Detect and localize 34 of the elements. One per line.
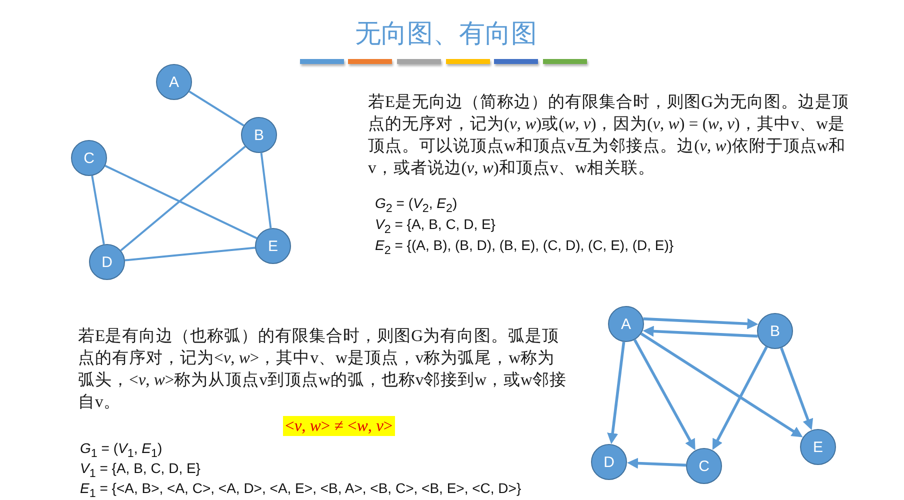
vertex-circle: A [156,64,192,100]
vertex-circle: C [686,448,722,484]
connector-line [260,152,272,228]
vertex-circle: D [89,244,125,280]
arrow [643,317,758,330]
vertex-circle: E [255,228,291,264]
equation: E$_{1}$ = {<A, B>, <A, C>, <A, D>, <A, E>, <B, A>, <B, C>, <B, E>, <C, D>} [80,479,522,500]
vertex-circle: A [608,306,644,342]
equation: E$_{2}$ = {(A, B), (B, D), (B, E), (C, D), (C, E), (D, E)} [375,236,674,259]
arrow [642,326,758,338]
vertex-circle: C [71,140,107,176]
paragraph: 若E是有向边（也称弧）的有限集合时，则图G为有向图。弧是顶点的有序对，记为<v, w>，其中v、w是顶点，v称为弧尾，w称为弧头，<v, w>称为从顶点v到顶点w的弧，也称v邻接到w，或w邻接自v。 [78,325,568,413]
connector-line [120,146,246,252]
equation: G$_{2}$ = (V$_{2}$, E$_{2}$) [375,194,458,217]
connector-line [124,246,256,262]
arrow [640,332,803,438]
paragraph: 若E是无向边（简称边）的有限集合时，则图G为无向图。边是顶点的无序对，记为(v, w)或(w, v)，因为(v, w) = (w, v)，其中v、w是顶点。可以说顶点w和顶点v互为邻接点。边(v, w)依附于顶点w和v，或者说边(v, w)和顶点v、w相关联。 [368,91,850,179]
equation: V$_{1}$ = {A, B, C, D, E} [80,459,200,482]
highlighted-formula: <v, w> ≠ <w, v> [283,416,395,436]
vertex-circle: D [591,444,627,480]
title: 无向图、有向图 [355,18,537,48]
arrow [633,339,696,450]
equation: G$_{1}$ = (V$_{1}$, E$_{1}$) [80,439,162,462]
connector-line [104,164,258,240]
vertex-circle: E [800,429,836,465]
vertex-circle: B [757,313,793,349]
connector-line [91,176,105,244]
arrow [607,342,626,444]
arrow [627,458,686,469]
vertex-circle: B [241,117,277,153]
arrow [780,347,814,430]
equation: V$_{2}$ = {A, B, C, D, E} [375,215,496,238]
connector-line [188,90,244,126]
arrow [712,346,768,450]
